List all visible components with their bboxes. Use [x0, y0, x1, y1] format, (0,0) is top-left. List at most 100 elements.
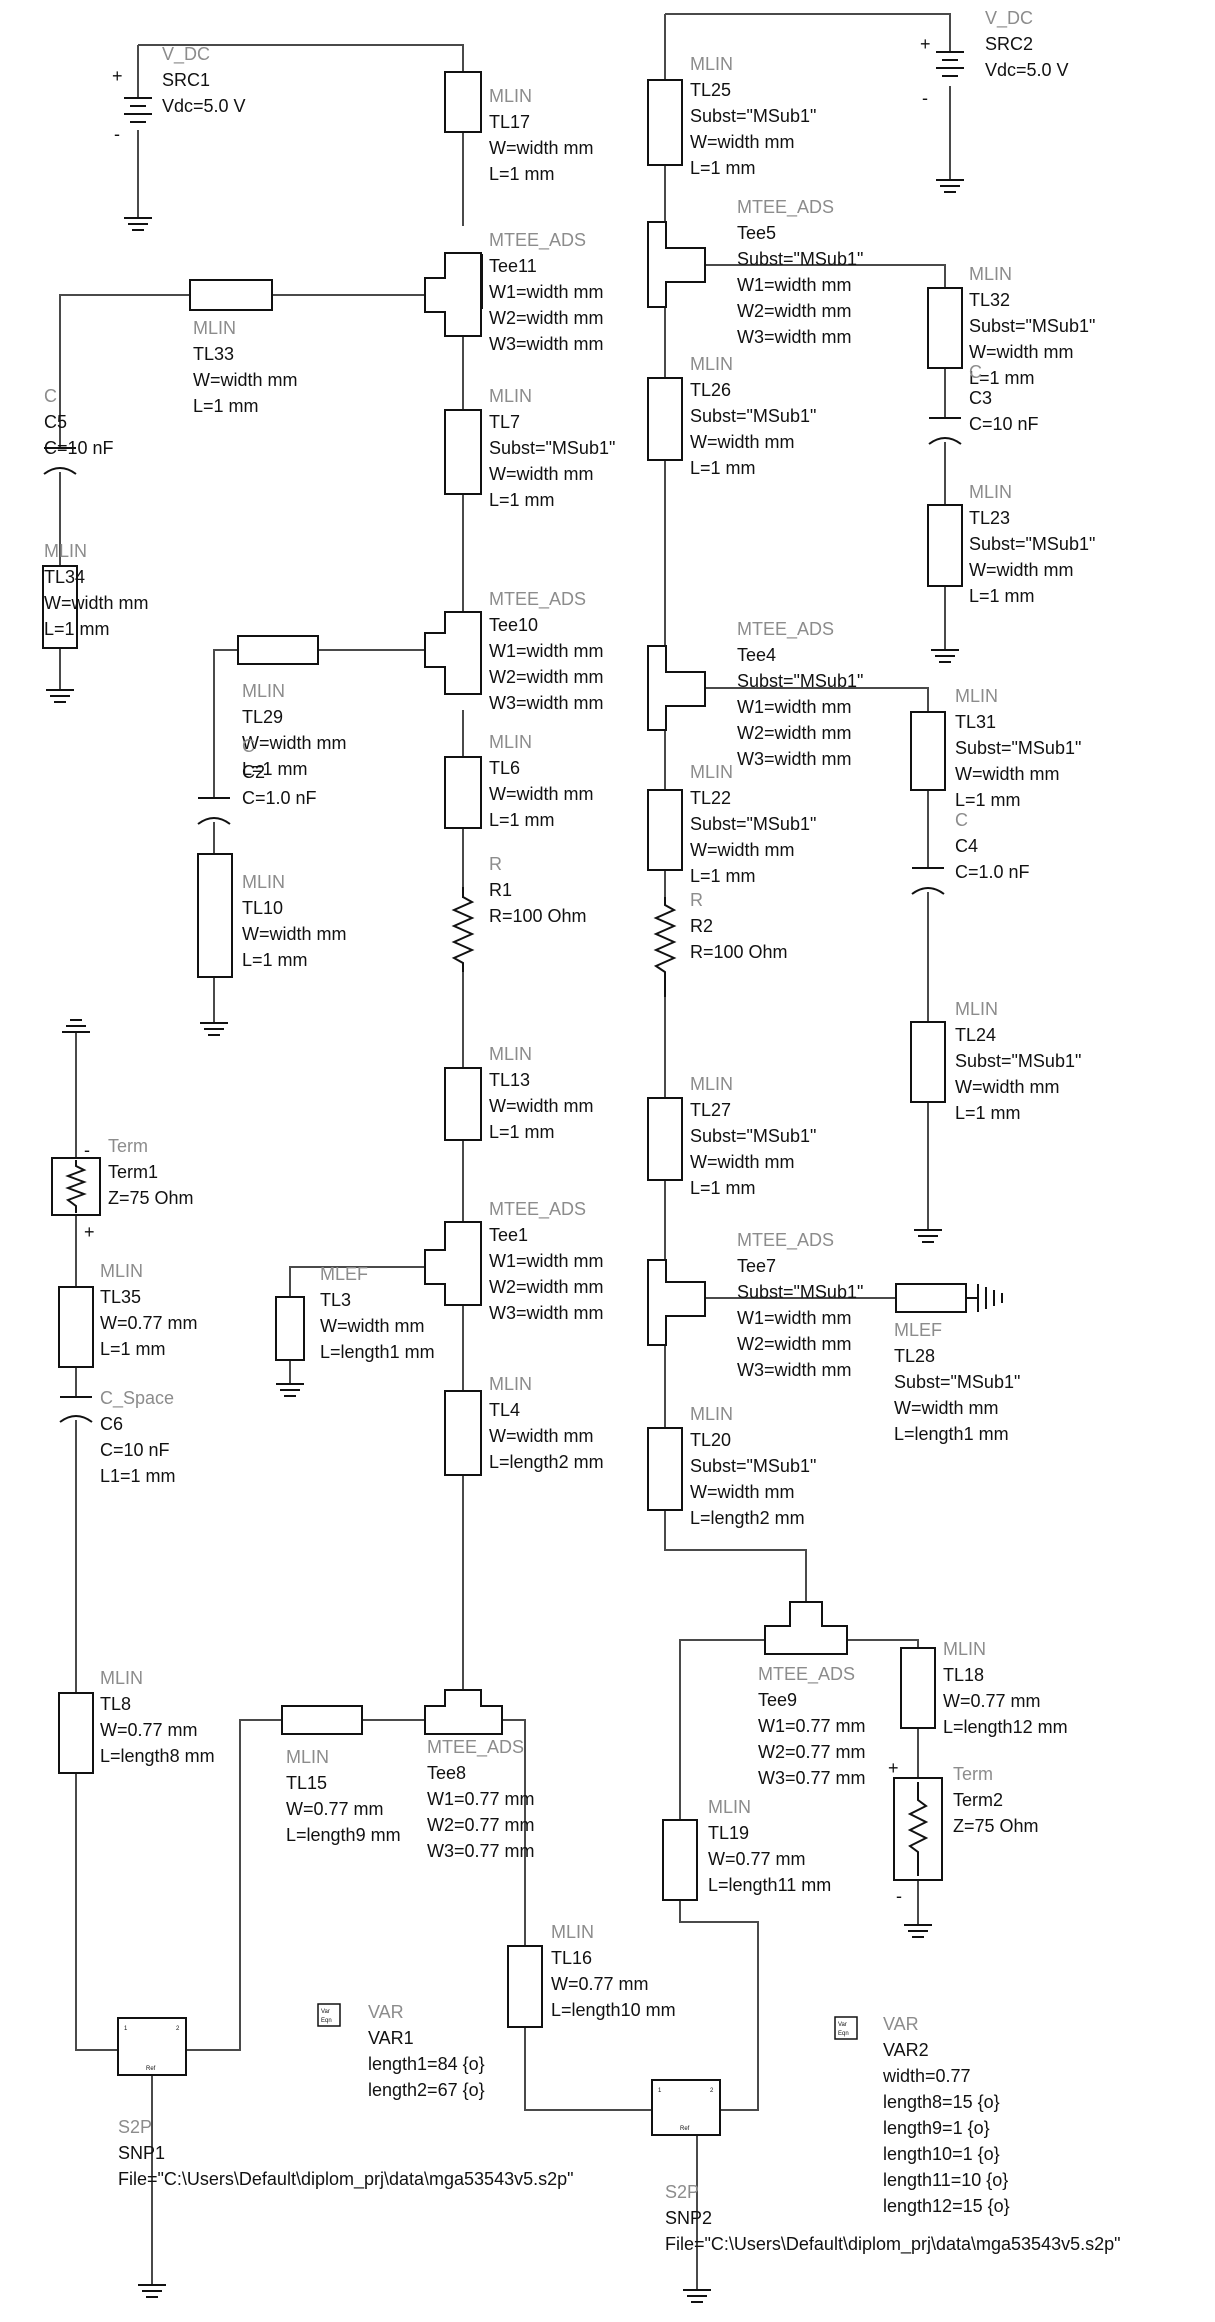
instance-name: TL27: [690, 1100, 731, 1120]
tl24-symbol[interactable]: [910, 1021, 946, 1103]
tl23-symbol[interactable]: [927, 504, 963, 587]
parameter-line: L=length1 mm: [320, 1342, 435, 1362]
tl26-symbol[interactable]: [647, 377, 683, 461]
tl29-symbol[interactable]: [237, 635, 319, 665]
ground-icon: [138, 2284, 166, 2298]
tl17-symbol[interactable]: [444, 71, 482, 133]
tee9-body[interactable]: [764, 1601, 848, 1655]
ground-icon: [936, 179, 964, 193]
var2-icon[interactable]: Var Eqn: [834, 2016, 858, 2040]
tl19-symbol[interactable]: [662, 1819, 698, 1901]
component-type: C: [242, 736, 255, 756]
tl7-symbol[interactable]: [444, 409, 482, 495]
parameter-line: W=width mm: [489, 784, 594, 804]
component-type: MLIN: [242, 872, 285, 892]
instance-name: Tee9: [758, 1690, 797, 1710]
wire: [679, 1639, 765, 1820]
term2-symbol[interactable]: + -: [888, 1758, 943, 1906]
resistor-r1-symbol[interactable]: [451, 887, 475, 972]
tl28-symbol[interactable]: [895, 1283, 967, 1313]
component-type: MTEE_ADS: [427, 1737, 524, 1758]
parameter-line: W=0.77 mm: [286, 1799, 384, 1819]
var1-icon[interactable]: Var Eqn: [317, 2003, 341, 2027]
component-type: MLIN: [242, 681, 285, 701]
plus-sign: +: [888, 1758, 899, 1778]
instance-name: Term2: [953, 1790, 1003, 1810]
plus-sign: +: [84, 1222, 95, 1242]
parameter-line: W1=width mm: [489, 1251, 604, 1271]
tl28-ground-icon: [966, 1284, 1003, 1312]
parameter-line: W=width mm: [969, 342, 1074, 362]
tee5-body[interactable]: [647, 221, 706, 308]
ref-label: Ref: [146, 2066, 156, 2072]
tl8-symbol[interactable]: [58, 1692, 94, 1774]
component-type: MLIN: [943, 1639, 986, 1659]
instance-name: VAR2: [883, 2040, 929, 2060]
minus-sign: -: [922, 88, 928, 108]
parameter-line: W2=width mm: [737, 301, 852, 321]
ground-icon: [124, 217, 152, 231]
tl35-symbol[interactable]: [58, 1286, 94, 1368]
tee1-body[interactable]: [424, 1221, 482, 1306]
snp1-symbol[interactable]: 1 2 Ref: [117, 2017, 187, 2076]
resistor-r2-symbol[interactable]: [653, 897, 677, 997]
tee4-body[interactable]: [647, 645, 706, 731]
tee7-body[interactable]: [647, 1259, 706, 1346]
term1-symbol[interactable]: - +: [51, 1140, 101, 1242]
tl22-symbol[interactable]: [647, 789, 683, 871]
ground-icon: [931, 649, 959, 663]
tl6-symbol[interactable]: [444, 756, 482, 829]
parameter-line: W1=width mm: [489, 641, 604, 661]
component-type: MLIN: [551, 1922, 594, 1942]
instance-name: C4: [955, 836, 978, 856]
tl16-symbol[interactable]: [507, 1945, 543, 2028]
parameter-line: W=width mm: [489, 138, 594, 158]
instance-name: R1: [489, 880, 512, 900]
tl31-symbol[interactable]: [910, 711, 946, 791]
parameter-line: W=width mm: [489, 1096, 594, 1116]
tl15-symbol[interactable]: [281, 1705, 363, 1735]
instance-name: SRC2: [985, 34, 1033, 54]
wire: [720, 2030, 759, 2111]
tl27-symbol[interactable]: [647, 1097, 683, 1181]
tl25-symbol[interactable]: [647, 79, 683, 166]
wire: [502, 1719, 526, 1946]
tl3-symbol[interactable]: [275, 1296, 305, 1361]
parameter-line: W3=width mm: [737, 327, 852, 347]
tl10-symbol[interactable]: [197, 853, 233, 978]
ground-icon: [46, 689, 74, 703]
parameter-line: Subst="MSub1": [894, 1372, 1020, 1392]
tl20-symbol[interactable]: [647, 1427, 683, 1511]
tee11-body[interactable]: [424, 252, 482, 337]
tl32-symbol[interactable]: [927, 287, 963, 369]
instance-name: TL6: [489, 758, 520, 778]
plus-sign: +: [920, 34, 931, 54]
tl33-symbol[interactable]: [189, 279, 273, 311]
component-type: MLIN: [44, 541, 87, 561]
component-type: MTEE_ADS: [489, 230, 586, 251]
tee10-body[interactable]: [424, 611, 482, 695]
port1-label: 1: [124, 2026, 128, 2032]
instance-name: TL29: [242, 707, 283, 727]
parameter-line: Vdc=5.0 V: [162, 96, 246, 116]
snp2-symbol[interactable]: 1 2 Ref: [651, 2079, 721, 2136]
parameter-line: L=length10 mm: [551, 2000, 676, 2020]
parameter-line: Z=75 Ohm: [108, 1188, 194, 1208]
tl34-symbol[interactable]: [42, 565, 78, 649]
tee8-body[interactable]: [424, 1689, 503, 1735]
parameter-line: W3=0.77 mm: [427, 1841, 535, 1861]
parameter-line: W=0.77 mm: [100, 1313, 198, 1333]
tl4-symbol[interactable]: [444, 1390, 482, 1476]
parameter-line: L=1 mm: [955, 1103, 1021, 1123]
tl13-symbol[interactable]: [444, 1067, 482, 1141]
tl18-symbol[interactable]: [900, 1647, 936, 1729]
